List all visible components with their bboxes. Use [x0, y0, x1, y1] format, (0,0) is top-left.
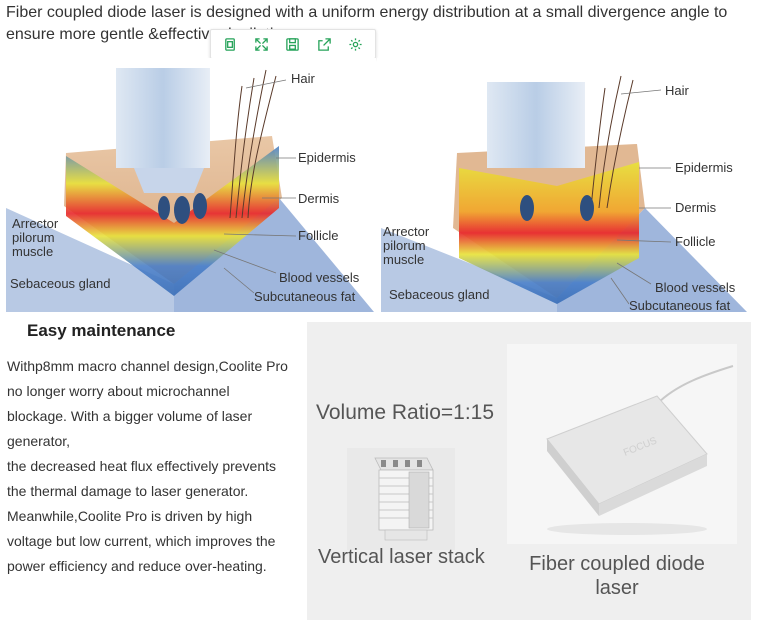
- text-line: blockage. With a bigger volume of laser: [7, 408, 253, 424]
- label-epidermis: Epidermis: [298, 150, 356, 165]
- settings-icon[interactable]: [344, 33, 366, 55]
- text-line: Withp8mm macro channel design,Coolite Pr…: [7, 358, 288, 374]
- label-sebaceous: Sebaceous gland: [389, 287, 489, 302]
- diode-caption-line: Fiber coupled diode: [529, 553, 705, 575]
- section-title: Easy maintenance: [27, 321, 176, 340]
- laser-stack-image: [347, 448, 455, 550]
- text-line: the decreased heat flux effectively prev…: [7, 458, 277, 474]
- text-line: the thermal damage to laser generator.: [7, 483, 249, 499]
- label-arrector-2: pilorum: [12, 230, 55, 245]
- diode-caption: Fiber coupled diode laser: [517, 552, 717, 600]
- label-blood-vessels: Blood vessels: [655, 280, 736, 295]
- intro-text: Fiber coupled diode laser is designed wi…: [6, 4, 728, 43]
- label-dermis: Dermis: [675, 200, 717, 215]
- text-line: voltage but low current, which improves …: [7, 533, 276, 549]
- stack-caption: Vertical laser stack: [318, 546, 485, 568]
- label-arrector-1: Arrector: [12, 216, 59, 231]
- expand-icon[interactable]: [251, 33, 273, 55]
- label-subcutaneous: Subcutaneous fat: [254, 289, 356, 304]
- text-line: no longer worry about microchannel: [7, 383, 230, 399]
- label-hair: Hair: [291, 71, 316, 86]
- image-toolbar: [210, 29, 376, 59]
- maintenance-text: Withp8mm macro channel design,Coolite Pr…: [7, 354, 299, 579]
- diode-laser-image: FOCUS: [507, 344, 737, 544]
- label-hair: Hair: [665, 83, 690, 98]
- share-icon[interactable]: [313, 33, 335, 55]
- label-follicle: Follicle: [298, 228, 338, 243]
- label-sebaceous: Sebaceous gland: [10, 276, 110, 291]
- skin-diagram-left: Hair Epidermis Dermis Follicle Arrector …: [4, 58, 376, 312]
- label-blood-vessels: Blood vessels: [279, 270, 360, 285]
- skin-diagram-right: Hair Epidermis Dermis Follicle Arrector …: [377, 58, 753, 312]
- text-line: generator,: [7, 433, 71, 449]
- save-icon[interactable]: [282, 33, 304, 55]
- volume-ratio-label: Volume Ratio=1:15: [316, 401, 495, 424]
- label-dermis: Dermis: [298, 191, 340, 206]
- label-arrector-2: pilorum: [383, 238, 426, 253]
- text-line: Meanwhile,Coolite Pro is driven by high: [7, 508, 253, 524]
- label-arrector-1: Arrector: [383, 224, 430, 239]
- text-line: power efficiency and reduce over-heating…: [7, 558, 267, 574]
- label-follicle: Follicle: [675, 234, 715, 249]
- product-comparison-image: Volume Ratio=1:15 Vertical laser stack: [307, 322, 751, 620]
- label-subcutaneous: Subcutaneous fat: [629, 298, 731, 312]
- diode-caption-line: laser: [595, 577, 639, 599]
- label-epidermis: Epidermis: [675, 160, 733, 175]
- copy-icon[interactable]: [220, 33, 242, 55]
- label-arrector-3: muscle: [12, 244, 53, 259]
- label-arrector-3: muscle: [383, 252, 424, 267]
